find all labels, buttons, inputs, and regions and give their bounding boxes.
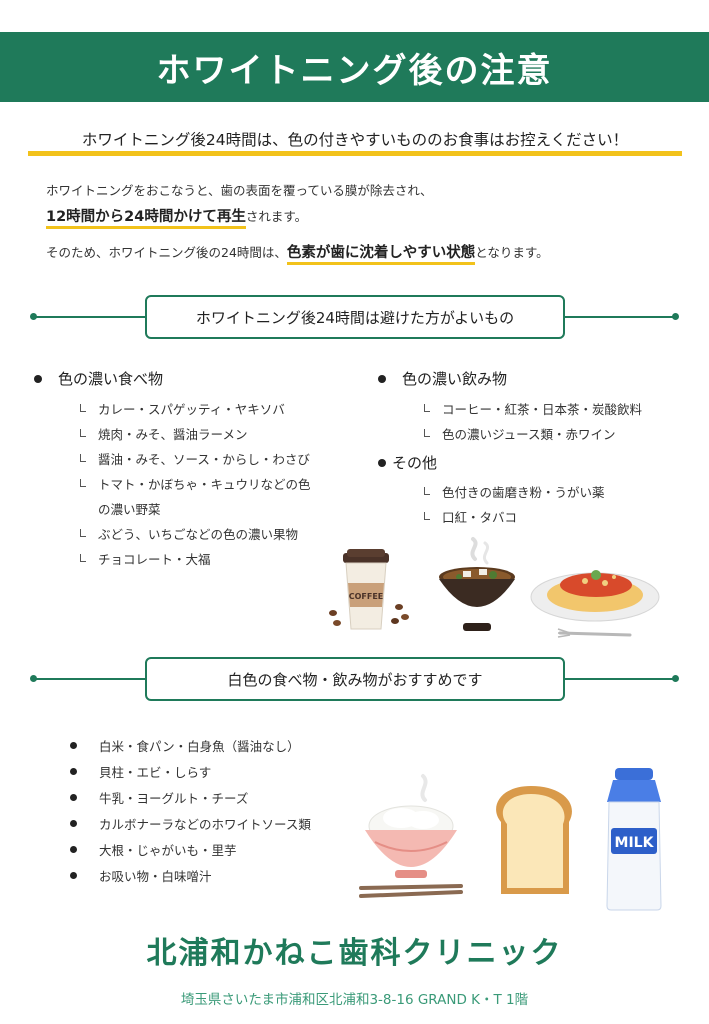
bullet-icon (70, 872, 77, 879)
food-item: ぶどう、いちごなどの色の濃い果物 (80, 524, 298, 543)
sub-item-icon (424, 404, 430, 412)
bullet-icon (70, 820, 77, 827)
avoid-rule-dot-right (672, 313, 679, 320)
drinks-heading: 色の濃い飲み物 (378, 368, 507, 389)
notice-underline (28, 151, 682, 156)
avoid-rule-dot-left (30, 313, 37, 320)
food-item: チョコレート・大福 (80, 549, 211, 568)
bullet-icon (70, 794, 77, 801)
page-title: ホワイトニング後の注意 (156, 50, 553, 91)
milk-bottle-icon: MILK (606, 768, 662, 911)
intro-line-3: そのため、ホワイトニング後の24時間は、色素が歯に沈着しやすい状態となります。 (46, 241, 549, 265)
intro-line-1: ホワイトニングをおこなうと、歯の表面を覆っている膜が除去され、 (46, 183, 433, 198)
coffee-cup-icon: COFFEE (329, 549, 409, 630)
bullet-icon (70, 846, 77, 853)
recommend-rule-dot-right (672, 675, 679, 682)
recommend-rule-dot-left (30, 675, 37, 682)
miso-soup-icon (439, 537, 515, 631)
notice-banner: ホワイトニング後24時間は、色の付きやすいもののお食事はお控えください！ (28, 128, 682, 158)
notice-text: ホワイトニング後24時間は、色の付きやすいもののお食事はお控えください！ (81, 131, 629, 149)
foods-heading-text: 色の濃い食べ物 (58, 370, 164, 388)
bullet-icon (70, 768, 77, 775)
recommend-section-title: 白色の食べ物・飲み物がおすすめです (145, 657, 565, 701)
sub-item-icon (424, 429, 430, 437)
spaghetti-plate-icon (530, 570, 660, 638)
header-band: ホワイトニング後の注意 (0, 32, 709, 102)
intro-line-3-pre: そのため、ホワイトニング後の24時間は、 (46, 245, 287, 260)
food-item: カレー・スパゲッティ・ヤキソバ (80, 399, 285, 418)
sub-item-icon (424, 512, 430, 520)
sub-item-icon (80, 404, 86, 412)
recommend-item: 牛乳・ヨーグルト・チーズ (70, 788, 248, 807)
food-item: トマト・かぼちゃ・キュウリなどの色 (80, 474, 311, 493)
intro-line-2: 12時間から24時間かけて再生されます。 (46, 205, 308, 229)
bullet-icon (378, 458, 386, 467)
bullet-icon (378, 374, 386, 383)
food-item: 焼肉・みそ、醤油ラーメン (80, 424, 248, 443)
sub-item-icon (80, 554, 86, 562)
recommend-item: 大根・じゃがいも・里芋 (70, 840, 237, 859)
drink-item: 色の濃いジュース類・赤ワイン (424, 424, 616, 443)
sub-item-icon (424, 487, 430, 495)
food-item: 醤油・みそ、ソース・からし・わさび (80, 449, 310, 468)
recommend-item: 白米・食パン・白身魚（醤油なし） (70, 736, 300, 755)
rice-bowl-icon (359, 774, 463, 898)
bread-slice-icon (496, 786, 572, 894)
sub-item-icon (80, 454, 86, 462)
intro-line-3-emphasis: 色素が歯に沈着しやすい状態 (286, 245, 476, 265)
intro-line-3-post: となります。 (475, 245, 549, 260)
sub-item-icon (80, 529, 86, 537)
recommend-item: 貝柱・エビ・しらす (70, 762, 211, 781)
other-item: 色付きの歯磨き粉・うがい薬 (424, 482, 605, 501)
avoid-section-title: ホワイトニング後24時間は避けた方がよいもの (145, 295, 565, 339)
drinks-heading-text: 色の濃い飲み物 (402, 370, 508, 388)
others-heading-text: その他 (392, 454, 438, 472)
drink-item: コーヒー・紅茶・日本茶・炭酸飲料 (424, 399, 642, 418)
coffee-label: COFFEE (349, 592, 384, 601)
clinic-name: 北浦和かねこ歯科クリニック (146, 936, 563, 971)
others-heading: その他 (378, 452, 437, 473)
other-item: 口紅・タバコ (424, 507, 517, 526)
milk-label: MILK (615, 835, 655, 851)
clinic-address: 埼玉県さいたま市浦和区北浦和3-8-16 GRAND K・T 1階 (180, 992, 529, 1008)
intro-line-2-rest: されます。 (245, 209, 308, 224)
intro-line-2-emphasis: 12時間から24時間かけて再生 (46, 209, 246, 229)
foods-heading: 色の濃い食べ物 (34, 368, 163, 389)
bullet-icon (34, 374, 42, 383)
recommend-item: カルボナーラなどのホワイトソース類 (70, 814, 311, 833)
bullet-icon (70, 742, 77, 749)
sub-item-icon (80, 429, 86, 437)
recommend-item: お吸い物・白味噌汁 (70, 866, 212, 885)
sub-item-icon (80, 479, 86, 487)
food-item-continued: の濃い野菜 (98, 502, 161, 517)
